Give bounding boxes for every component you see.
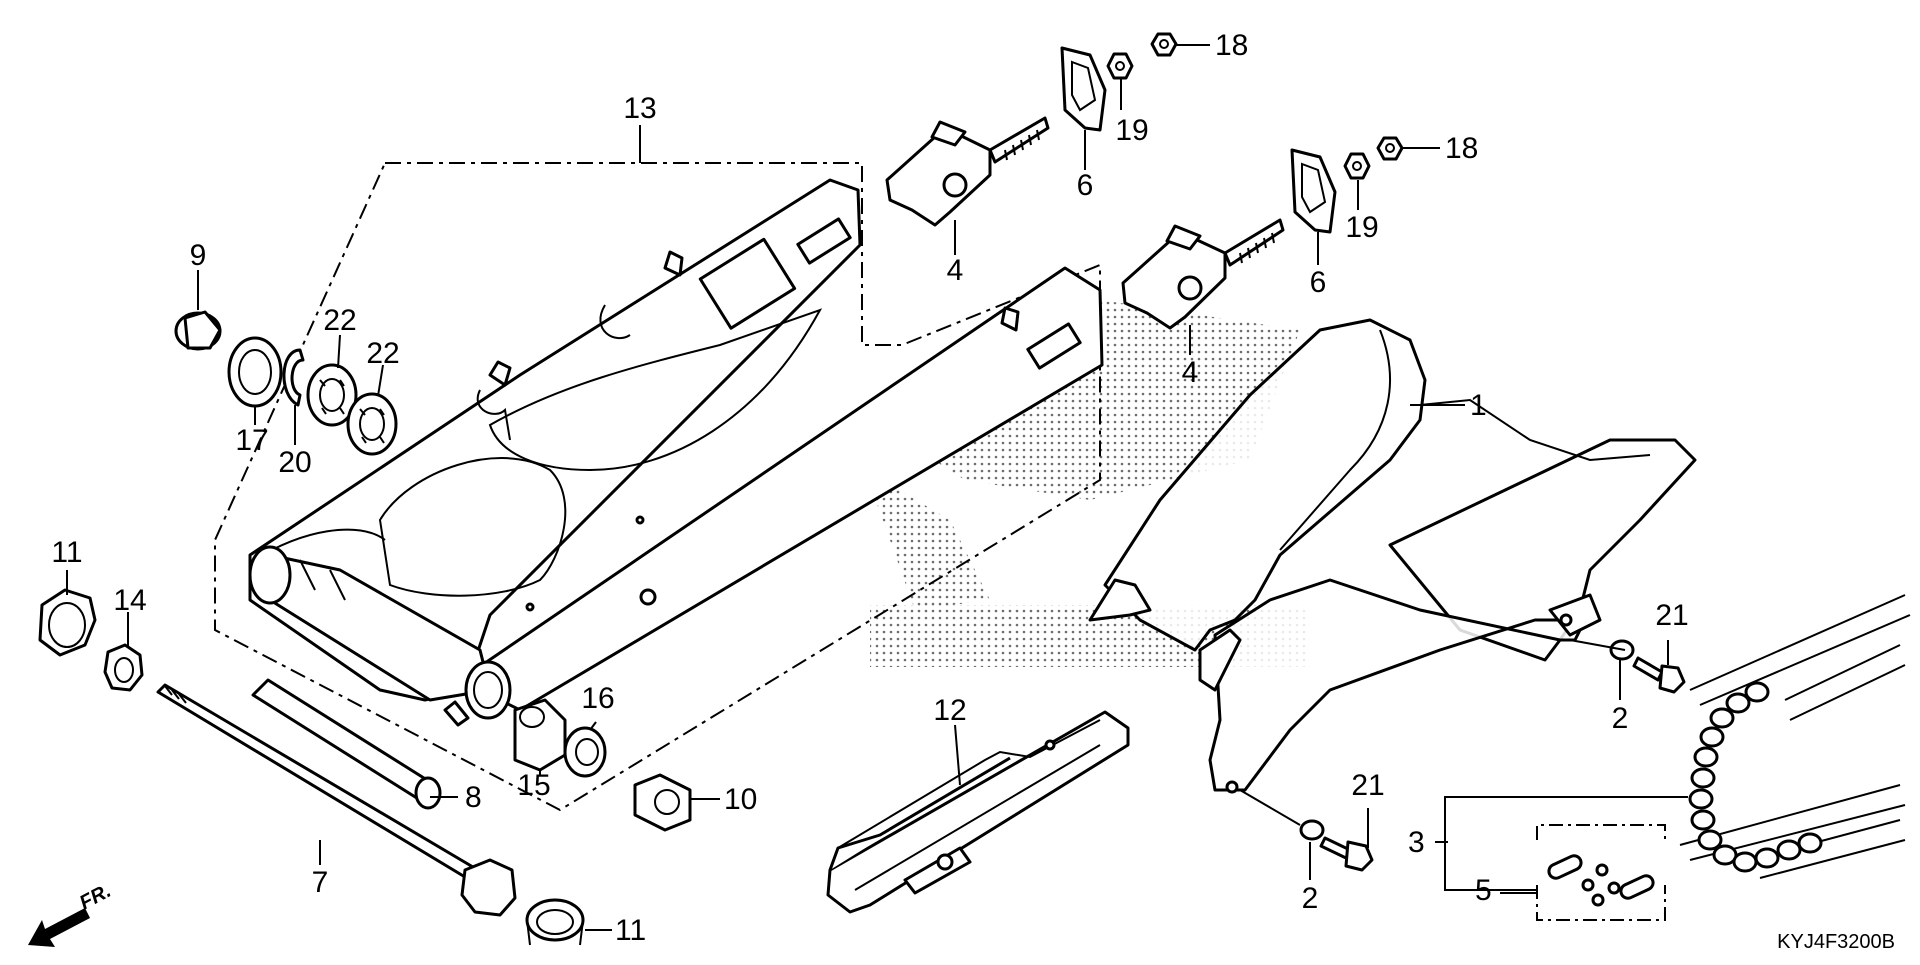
nut-18-upper	[1150, 32, 1178, 57]
chain-slider	[826, 710, 1130, 914]
chain-adjuster-lower	[1121, 218, 1285, 330]
callout-7: 7	[312, 866, 329, 899]
adjuster-cap-upper	[1060, 46, 1107, 132]
chain-adjuster-upper	[885, 116, 1050, 227]
nut-19-upper	[1106, 52, 1134, 80]
chain-joint-kit	[1536, 824, 1666, 921]
leader-lines	[66, 44, 1688, 931]
callout-11-right: 11	[615, 914, 646, 947]
swingarm-assembly-boundary	[214, 162, 1101, 812]
callout-20: 20	[278, 446, 311, 479]
callout-3: 3	[1408, 826, 1425, 859]
pivot-nut-11-right	[525, 898, 585, 946]
swingarm	[248, 178, 1104, 727]
drawing-code: KYJ4F3200B	[1777, 931, 1895, 953]
callout-5: 5	[1475, 874, 1492, 907]
callout-16: 16	[581, 682, 614, 715]
collar-14	[103, 643, 144, 692]
callout-6-lower: 6	[1310, 266, 1327, 299]
bolt-21-right	[1632, 656, 1686, 694]
callout-11-left: 11	[51, 536, 82, 569]
drive-chain	[1679, 594, 1911, 879]
callout-17: 17	[235, 424, 268, 457]
adjuster-cap-lower	[1290, 148, 1337, 234]
direction-label: FR.	[76, 880, 115, 915]
nut-19-lower	[1343, 152, 1371, 180]
callout-21-bottom: 21	[1351, 769, 1384, 802]
callout-6-upper: 6	[1077, 169, 1094, 202]
distance-collar-8	[251, 678, 442, 810]
circlip-20	[282, 348, 305, 407]
callout-12: 12	[933, 694, 966, 727]
front-direction-arrow-icon: FR.	[28, 880, 115, 947]
callout-22-inner: 22	[323, 304, 356, 337]
callout-4-upper: 4	[947, 254, 964, 287]
pivot-nut-11-left	[38, 588, 97, 657]
dust-seal-16	[563, 726, 607, 778]
callout-19-lower: 19	[1345, 211, 1378, 244]
callout-18-lower: 18	[1445, 132, 1478, 165]
callout-18-upper: 18	[1215, 29, 1248, 62]
washer-2-bottom	[1299, 819, 1325, 841]
callout-21-right: 21	[1655, 599, 1688, 632]
callout-2-right: 2	[1612, 702, 1629, 735]
nut-18-lower	[1376, 136, 1404, 161]
needle-bearing-15	[513, 698, 567, 772]
callout-4-lower: 4	[1182, 356, 1199, 389]
pivot-collar-9	[174, 310, 222, 351]
callout-15: 15	[517, 769, 550, 802]
bolt-21-bottom	[1319, 836, 1374, 872]
callout-9: 9	[190, 239, 207, 272]
rear-fender	[1088, 318, 1697, 794]
collar-10	[633, 773, 692, 832]
callout-8: 8	[465, 781, 482, 814]
bearing-22-outer	[346, 392, 398, 456]
callout-1: 1	[1470, 389, 1487, 422]
callout-10: 10	[724, 783, 757, 816]
callout-19-upper: 19	[1115, 114, 1148, 147]
callout-2-bottom: 2	[1302, 882, 1319, 915]
bearing-22-inner	[306, 363, 358, 427]
callout-13: 13	[623, 92, 656, 125]
callout-14: 14	[113, 584, 146, 617]
pivot-shaft-7	[156, 683, 517, 917]
dust-seal-17	[227, 336, 283, 408]
callout-labels: 13 9 22 22 17 20 11 14 16 15 8 10 7 11 1…	[51, 29, 1688, 947]
callout-22-outer: 22	[366, 337, 399, 370]
